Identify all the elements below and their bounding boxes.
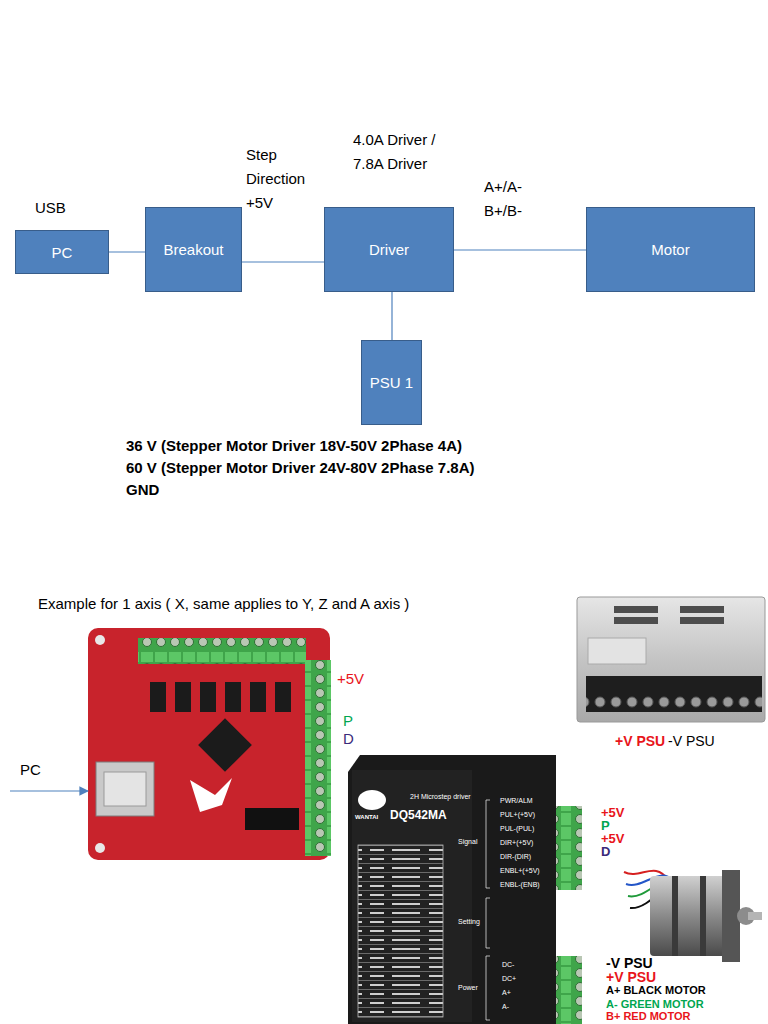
pin-header (245, 808, 299, 830)
annotation-label: DC- (502, 961, 514, 969)
psu-vent (614, 606, 658, 613)
annotation-label: +V PSU (615, 733, 665, 749)
annotation-label: D (343, 730, 354, 747)
stepper-driver-photo (348, 755, 582, 1024)
annotation-label: DQ542MA (390, 809, 447, 823)
annotation-label: -V PSU (606, 955, 653, 971)
connector-label: USB (35, 196, 95, 220)
annotation-label: B+ RED MOTOR (606, 1010, 690, 1023)
board-chip (225, 682, 241, 712)
board-pcb (88, 628, 330, 860)
node-label: PC (52, 244, 73, 261)
annotation-label: 60 V (Stepper Motor Driver 24V-80V 2Phas… (126, 459, 474, 476)
motor-shaft (748, 912, 762, 920)
annotation-label: +V PSU (606, 969, 656, 985)
psu-sticker (588, 638, 646, 664)
connector-label: Step Direction +5V (246, 143, 318, 215)
board-chip (250, 682, 266, 712)
stepper-motor-photo (624, 870, 762, 962)
annotation-label: 4.0A Driver / 7.8A Driver (353, 128, 453, 176)
connector-label: A+/A- B+/B- (484, 175, 536, 223)
board-logo (190, 778, 232, 812)
annotation-label: D (601, 845, 610, 860)
annotation-label: ENBL-(ENB) (500, 881, 540, 889)
annotation-label: DIR-(DIR) (500, 853, 531, 861)
psu-terminal-strip (586, 676, 762, 712)
annotation-label: Example for 1 axis ( X, same applies to … (38, 595, 409, 612)
mount-hole (95, 635, 105, 645)
board-chip (175, 682, 191, 712)
psu-vent (680, 617, 724, 624)
signal-terminals (556, 806, 582, 890)
motor-stripe (672, 876, 678, 956)
connector-line (391, 292, 392, 340)
power-supply-photo (577, 597, 765, 722)
usb-port-inner (104, 772, 146, 806)
connector-line (109, 251, 145, 252)
node-label: Driver (369, 241, 409, 258)
annotation-label: PUL-(PUL) (500, 825, 534, 833)
annotation-label: PWR/ALM (500, 797, 533, 805)
node-label: PSU 1 (370, 374, 413, 391)
process-box: PC (15, 230, 109, 274)
connector-line (242, 261, 324, 262)
process-box: Driver (324, 207, 454, 292)
annotation-label: DIR+(+5V) (500, 839, 533, 847)
board-chip (200, 682, 216, 712)
driver-body (348, 755, 556, 1024)
board-chip (275, 682, 291, 712)
driver-logo (358, 790, 386, 810)
motor-body (650, 876, 726, 956)
annotation-label: ENBL+(+5V) (500, 867, 540, 875)
setting-bracket (486, 898, 490, 948)
psu-vent (680, 606, 724, 613)
breakout-board-photo (88, 628, 331, 860)
usb-port (96, 762, 154, 816)
annotation-label: A+ (502, 989, 511, 997)
motor-stripe (700, 876, 706, 956)
process-box: Breakout (145, 207, 242, 292)
annotation-label: 2H Microstep driver (410, 793, 471, 801)
board-chip (150, 682, 166, 712)
annotation-label: +5V (337, 670, 364, 687)
current-table (358, 845, 443, 1017)
node-label: Breakout (163, 241, 223, 258)
driver-panel (352, 770, 472, 1022)
annotation-label: DC+ (502, 975, 516, 983)
power-terminals (556, 956, 582, 1024)
annotation-label: GND (126, 481, 159, 498)
terminal-block (305, 660, 331, 856)
power-bracket (486, 956, 490, 1020)
signal-bracket (486, 800, 490, 888)
annotation-label: 36 V (Stepper Motor Driver 18V-50V 2Phas… (126, 437, 462, 454)
annotation-label: Signal (458, 838, 477, 846)
terminal-block (138, 638, 306, 664)
annotation-label: A- GREEN MOTOR (606, 998, 704, 1011)
psu-vent (614, 617, 658, 624)
pc-arrow (10, 790, 88, 791)
process-box: Motor (586, 207, 755, 292)
psu-body (577, 597, 765, 722)
annotation-label: PC (20, 761, 41, 778)
node-label: Motor (651, 241, 689, 258)
annotation-label: Power (458, 984, 478, 992)
annotation-label: -V PSU (668, 733, 715, 749)
annotation-label: A+ BLACK MOTOR (606, 984, 706, 997)
annotation-label: P (343, 712, 353, 729)
annotation-label: PUL+(+5V) (500, 811, 535, 819)
process-box: PSU 1 (361, 340, 422, 425)
annotation-label: WANTAI (355, 814, 378, 821)
connector-line (454, 249, 586, 250)
mount-hole (95, 843, 105, 853)
microcontroller-chip (198, 718, 252, 772)
annotation-label: A- (502, 1003, 509, 1011)
annotation-label: Setting (458, 918, 480, 926)
